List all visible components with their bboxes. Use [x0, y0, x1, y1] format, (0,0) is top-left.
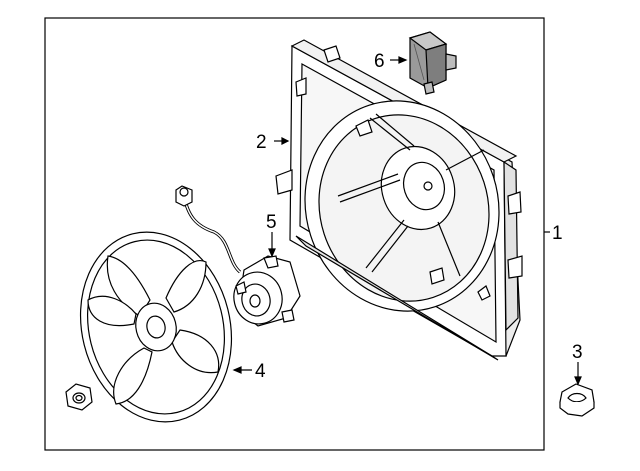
callout-3: 3 — [572, 342, 583, 363]
hub-nut — [65, 383, 93, 411]
fan-blade — [79, 231, 233, 423]
callout-6: 6 — [374, 51, 385, 72]
callout-1: 1 — [552, 223, 563, 244]
fan-shroud — [275, 39, 523, 361]
callouts — [232, 56, 582, 386]
assembly-frame — [44, 17, 545, 451]
fan-resistor — [408, 31, 457, 95]
callout-4: 4 — [255, 361, 266, 382]
fan-motor — [175, 185, 301, 327]
shroud-clip — [559, 383, 595, 417]
callout-5: 5 — [266, 212, 277, 233]
callout-2: 2 — [256, 132, 267, 153]
